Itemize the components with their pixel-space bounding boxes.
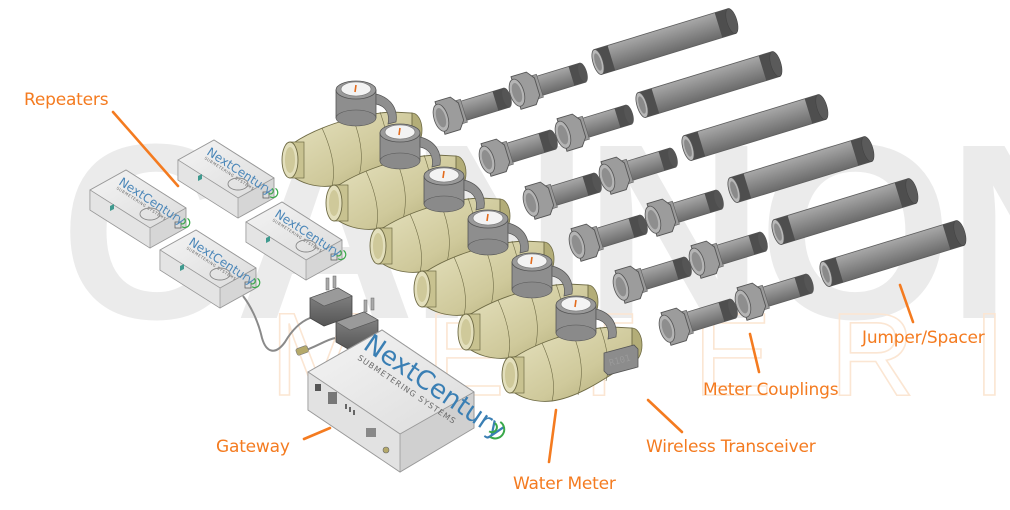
barrel-connector [295, 345, 309, 356]
meter-coupling [432, 87, 512, 135]
meter-coupling [734, 273, 814, 321]
leader-gateway [302, 426, 332, 441]
led-indicators [345, 404, 355, 415]
leader-meter-couplings [748, 332, 761, 374]
wireless-signal-icon [180, 217, 191, 229]
meter-coupling [644, 189, 724, 237]
label-jumper-spacer: Jumper/Spacer [862, 328, 985, 348]
water-meter-group: R101 [281, 80, 643, 402]
leader-water-meter [547, 408, 558, 464]
wireless-signal-icon [268, 187, 279, 199]
meter-coupling-group [432, 62, 814, 346]
label-repeaters: Repeaters [24, 90, 109, 110]
jumper-spacer-group [591, 8, 967, 287]
label-water-meter: Water Meter [513, 474, 616, 494]
wireless-transceiver: R101 [603, 344, 639, 376]
leader-jumper-spacer [898, 283, 915, 324]
label-meter-couplings: Meter Couplings [703, 380, 839, 400]
meter-coupling [478, 129, 558, 177]
jumper-spacer [771, 178, 919, 245]
usb-port [315, 384, 321, 391]
wireless-signal-icon [250, 277, 261, 289]
wireless-signal-icon [488, 421, 506, 440]
meter-coupling [522, 172, 602, 220]
meter-coupling [554, 104, 634, 152]
antenna-connector [382, 446, 390, 454]
jumper-spacer [635, 51, 783, 118]
water-meter: R101 [501, 295, 643, 402]
meter-coupling [508, 62, 588, 110]
jumper-spacer [727, 136, 875, 203]
wireless-signal-icon [336, 249, 347, 261]
leader-lines [111, 110, 915, 464]
water-meter [325, 123, 467, 230]
meter-coupling [598, 147, 678, 195]
jumper-spacer [819, 220, 967, 287]
leader-repeaters [111, 110, 180, 188]
jumper-spacer [681, 94, 829, 161]
jumper-spacer [591, 8, 739, 75]
label-wireless-transceiver: Wireless Transceiver [646, 437, 816, 457]
meter-coupling [688, 231, 768, 279]
power-cable [242, 295, 311, 352]
ethernet-port [328, 392, 337, 404]
meter-coupling [568, 214, 648, 262]
leader-wireless-transceiver [646, 398, 684, 434]
serial-port [366, 428, 376, 437]
meter-coupling [612, 256, 692, 304]
meter-coupling [658, 298, 738, 346]
power-adapters [242, 275, 379, 356]
label-gateway: Gateway [216, 437, 290, 457]
power-adapter [309, 275, 353, 327]
